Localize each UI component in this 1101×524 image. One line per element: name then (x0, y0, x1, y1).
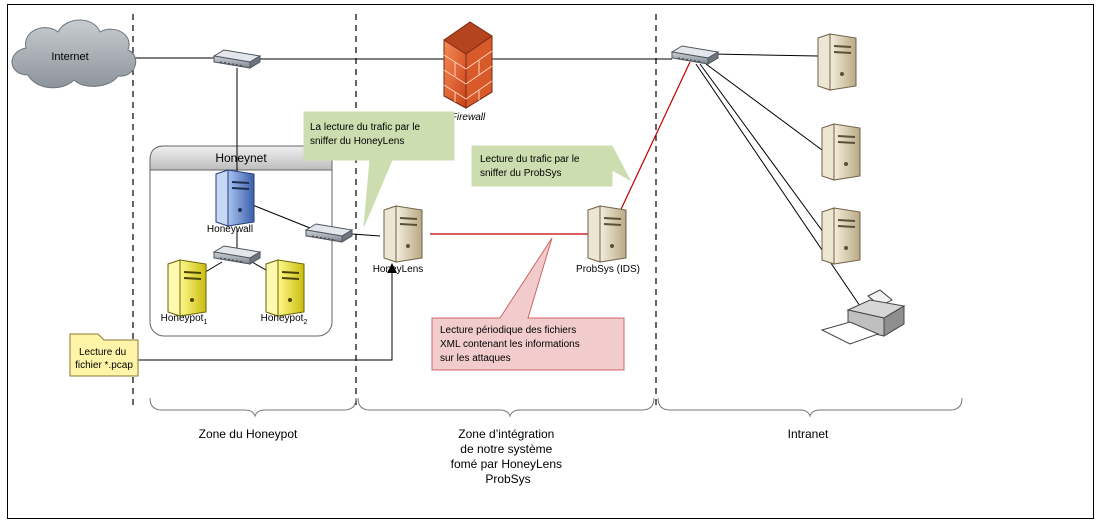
probsys-server-icon (587, 205, 627, 263)
svg-text:La lecture du trafic par le: La lecture du trafic par le sniffer du H… (310, 122, 423, 147)
printer-icon (820, 289, 906, 345)
hub-intranet (671, 45, 719, 65)
arrow-hub-probsys (615, 61, 691, 221)
callout-xml-reading: Lecture périodique des fichiers XML cont… (431, 237, 625, 371)
link-hub-server3 (699, 63, 827, 237)
honeypot1-server-icon (167, 259, 207, 317)
svg-text:Lecture du fichier *.pca: Lecture du fichier *.pcap (75, 347, 133, 371)
honeynet-title: Honeynet (215, 151, 267, 165)
hub-internet (213, 49, 261, 69)
honeypot1-label: Honeypot1 (161, 313, 208, 326)
callout-xml-line3: sur les attaques (440, 353, 511, 364)
honeylens-label: HoneyLens (373, 264, 424, 275)
callout-probsys-sniffer: Lecture du trafic par le sniffer du Prob… (471, 145, 632, 187)
link-honeywall-switch (244, 201, 311, 229)
callout-honeylens-line1: La lecture du trafic par le (310, 122, 420, 133)
firewall-icon (443, 21, 493, 109)
intranet-server-2-icon (821, 123, 861, 181)
probsys-label: ProbSys (IDS) (576, 264, 640, 275)
brace-zone-intranet (657, 397, 963, 418)
callout-probsys-line2: sniffer du ProbSys (480, 168, 562, 179)
brace-zone-honeypot (149, 397, 357, 418)
svg-text:Lecture du trafic par le: Lecture du trafic par le sniffer du Prob… (480, 154, 582, 179)
firewall-label: Firewall (451, 112, 486, 123)
internet-label: Internet (51, 51, 88, 63)
honeywall-label: Honeywall (207, 224, 253, 235)
zone-honeypot-label: Zone du Honeypot (199, 427, 298, 441)
link-hub-server1 (711, 53, 819, 57)
honeypot2-server-icon (265, 259, 305, 317)
arrow-pcap-to-honeylens (138, 263, 397, 361)
svg-text:Lecture périodique des fichier: Lecture périodique des fichiers XML cont… (440, 325, 582, 364)
zone-intranet-label: Intranet (788, 427, 829, 441)
callout-honeylens-line2: sniffer du HoneyLens (310, 136, 404, 147)
internet-cloud: Internet (11, 19, 137, 89)
honeypot2-label: Honeypot2 (261, 313, 308, 326)
callout-xml-line1: Lecture périodique des fichiers (440, 325, 576, 336)
callout-xml-line2: XML contenant les informations (440, 339, 580, 350)
honeywall-server-icon (215, 169, 255, 227)
brace-zone-integration (357, 397, 655, 418)
link-hub-printer (695, 63, 861, 307)
intranet-server-3-icon (821, 207, 861, 265)
intranet-server-1-icon (817, 33, 857, 91)
folder-pcap-line1: Lecture du (79, 347, 126, 358)
folder-pcap-line2: fichier *.pcap (75, 360, 133, 371)
link-switch-honeylens (351, 233, 381, 237)
callout-honeylens-sniffer: La lecture du trafic par le sniffer du H… (303, 111, 455, 227)
folder-pcap: Lecture du fichier *.pcap (69, 333, 139, 377)
callout-probsys-line1: Lecture du trafic par le (480, 154, 580, 165)
honeylens-server-icon (383, 205, 423, 263)
link-hub-server2 (705, 63, 823, 151)
zone-integration-label: Zone d’intégration de notre système fomé… (451, 427, 566, 486)
